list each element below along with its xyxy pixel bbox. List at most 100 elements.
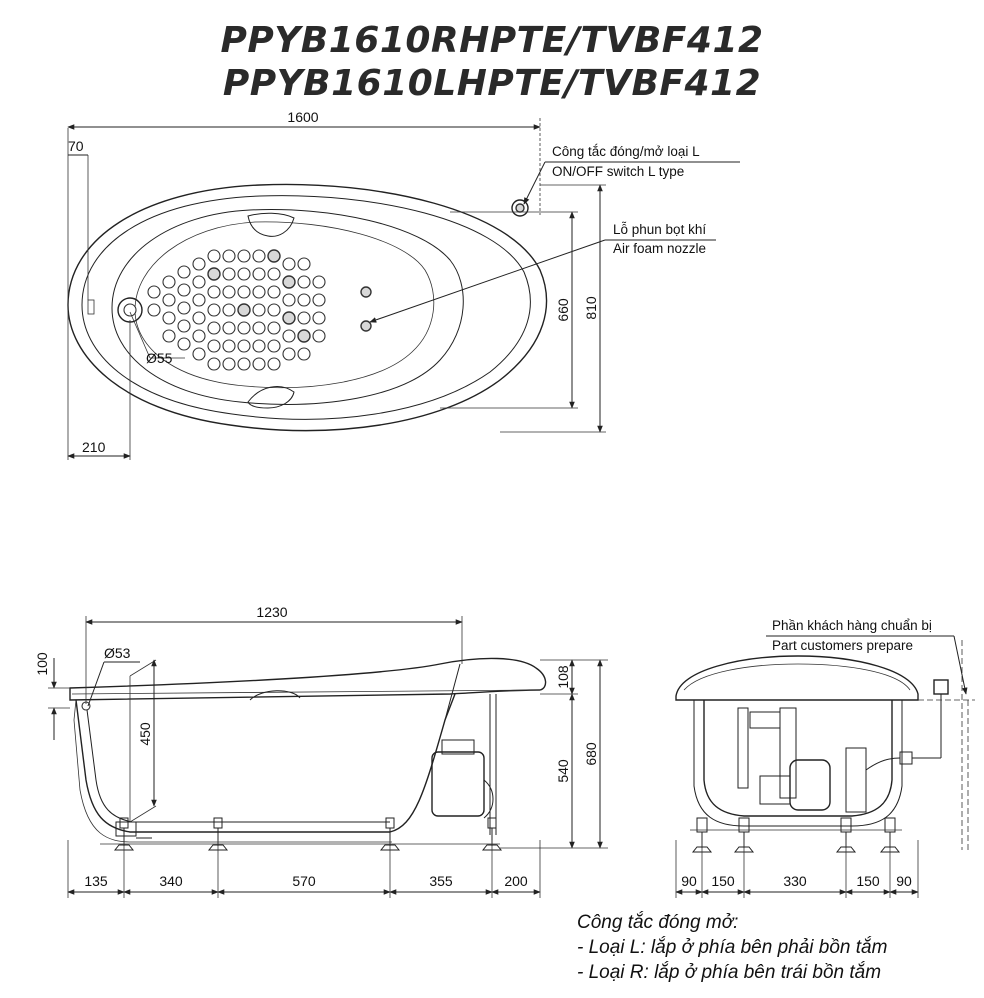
- nozzle-hole: [177, 283, 191, 297]
- dim-outer-width: 810: [583, 296, 599, 320]
- nozzle-hole: [282, 275, 296, 289]
- top-rim-inner-line: [81, 195, 531, 420]
- customer-part-callout-en: Part customers prepare: [772, 638, 913, 653]
- dim-drain-offset: 210: [82, 439, 106, 455]
- top-pad-upper: [247, 212, 295, 237]
- nozzle-hole: [162, 293, 176, 307]
- side-bottom-dim-4: 200: [504, 873, 528, 889]
- dim-drain-diameter: Ø55: [146, 350, 173, 366]
- nozzle-hole: [282, 257, 296, 271]
- dim-rim-height: 100: [34, 652, 50, 676]
- nozzle-hole: [267, 285, 281, 299]
- end-support-legs: [691, 817, 901, 853]
- nozzle-hole: [252, 321, 266, 335]
- dim-tub-height: 540: [555, 759, 571, 783]
- top-view: 1600 70 210 Ø55 660 810 Công tắc đóng/mở…: [67, 109, 740, 460]
- nozzle-hole: [177, 265, 191, 279]
- air-foam-jet-icon: [360, 286, 372, 298]
- nozzle-hole: [267, 339, 281, 353]
- end-bottom-dim-0: 90: [681, 873, 697, 889]
- nozzle-hole: [237, 285, 251, 299]
- nozzle-hole: [192, 257, 206, 271]
- nozzle-hole: [312, 293, 326, 307]
- nozzle-hole: [207, 267, 221, 281]
- end-bottom-dim-3: 150: [856, 873, 880, 889]
- nozzle-hole: [297, 257, 311, 271]
- side-bottom-dim-0: 135: [84, 873, 108, 889]
- dim-total-height: 680: [583, 742, 599, 766]
- model-title-2: PPYB1610LHPTE/TVBF412: [222, 63, 762, 104]
- dim-edge-offset: 70: [68, 138, 84, 154]
- nozzle-hole: [312, 329, 326, 343]
- nozzle-hole: [192, 311, 206, 325]
- side-support-legs: [113, 817, 503, 851]
- air-nozzle-pattern: [147, 249, 326, 371]
- nozzle-hole: [177, 319, 191, 333]
- nozzle-hole: [177, 301, 191, 315]
- nozzle-hole: [192, 329, 206, 343]
- dim-overflow-diameter: Ø53: [104, 645, 131, 661]
- top-basin-outline: [111, 209, 464, 405]
- dim-overflow-height: 450: [137, 722, 153, 746]
- note-type-r: - Loại R: lắp ở phía bên trái bồn tắm: [577, 962, 882, 983]
- nozzle-hole: [282, 311, 296, 325]
- dim-inner-width: 660: [555, 298, 571, 322]
- nozzle-hole: [207, 357, 221, 371]
- nozzle-hole: [222, 267, 236, 281]
- nozzle-hole: [222, 249, 236, 263]
- nozzle-hole: [192, 347, 206, 361]
- nozzle-hole: [297, 293, 311, 307]
- nozzle-hole: [297, 311, 311, 325]
- nozzle-hole: [222, 339, 236, 353]
- side-rim: [69, 657, 547, 701]
- switch-icon: [511, 199, 529, 217]
- nozzle-hole: [312, 275, 326, 289]
- nozzle-hole: [267, 357, 281, 371]
- nozzle-hole: [297, 329, 311, 343]
- nozzle-hole: [252, 357, 266, 371]
- nozzle-hole: [207, 321, 221, 335]
- nozzle-hole: [222, 303, 236, 317]
- nozzle-hole: [192, 275, 206, 289]
- top-basin-floor: [134, 221, 435, 389]
- end-bottom-dim-4: 90: [896, 873, 912, 889]
- end-bottom-dim-2: 330: [783, 873, 807, 889]
- end-bottom-dim-1: 150: [711, 873, 735, 889]
- nozzle-hole: [237, 267, 251, 281]
- air-pump-box: [431, 751, 485, 817]
- end-bottom-dimensions: 90 150 330 150 90: [675, 840, 919, 898]
- nozzle-hole: [252, 267, 266, 281]
- nozzle-hole: [147, 285, 161, 299]
- nozzle-hole: [297, 275, 311, 289]
- drain-trap: [115, 821, 137, 837]
- nozzle-hole: [207, 339, 221, 353]
- nozzle-hole: [282, 329, 296, 343]
- nozzle-hole: [312, 311, 326, 325]
- dim-overall-length: 1600: [287, 109, 318, 125]
- nozzle-hole: [252, 303, 266, 317]
- nozzle-hole: [237, 357, 251, 371]
- nozzle-hole: [177, 337, 191, 351]
- nozzle-hole: [237, 321, 251, 335]
- nozzle-hole: [267, 321, 281, 335]
- nozzle-hole: [267, 303, 281, 317]
- note-heading: Công tắc đóng mở:: [577, 912, 739, 933]
- side-bottom-dim-3: 355: [429, 873, 453, 889]
- end-switch-icon: [933, 679, 949, 695]
- nozzle-hole: [282, 293, 296, 307]
- nozzle-hole: [222, 357, 236, 371]
- nozzle-hole: [207, 303, 221, 317]
- end-rim: [675, 655, 919, 701]
- nozzle-callout-en: Air foam nozzle: [613, 241, 706, 256]
- nozzle-hole: [207, 285, 221, 299]
- switch-callout-en: ON/OFF switch L type: [552, 164, 684, 179]
- nozzle-hole: [162, 275, 176, 289]
- nozzle-hole: [252, 339, 266, 353]
- air-foam-jet-icon: [360, 320, 372, 332]
- note-type-l: - Loại L: lắp ở phía bên phải bồn tắm: [577, 937, 888, 958]
- side-body: [75, 693, 456, 833]
